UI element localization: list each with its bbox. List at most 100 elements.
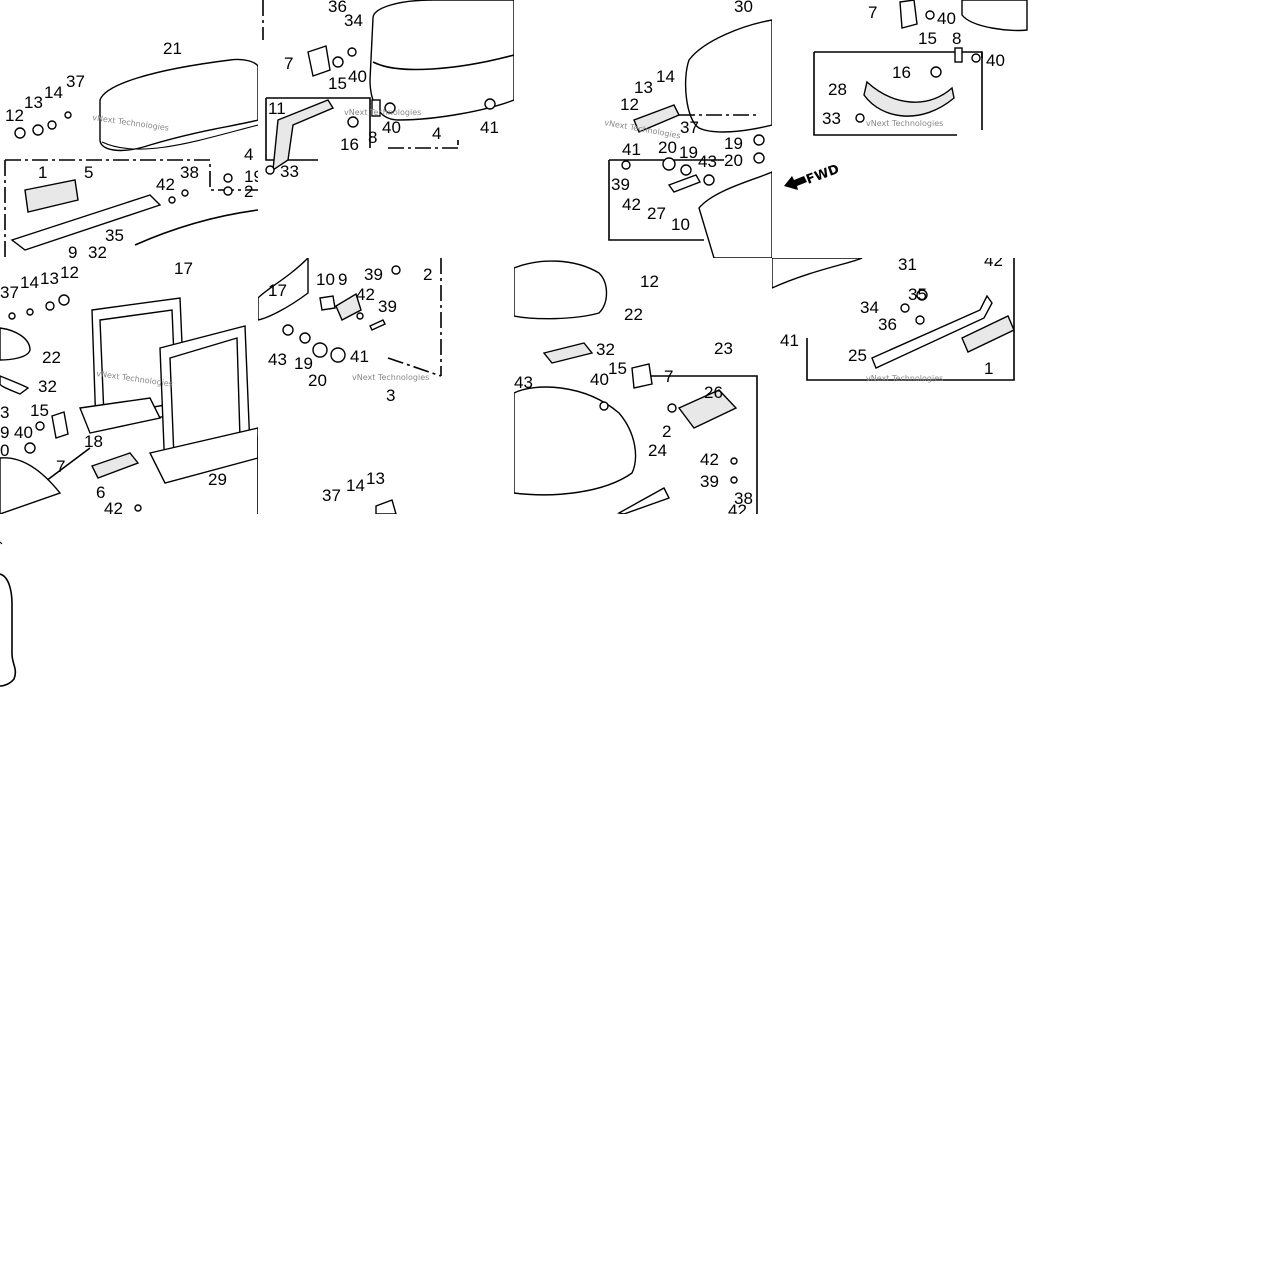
nut-43 (703, 174, 715, 186)
callout-label: 40 (986, 51, 1005, 70)
plate-10 (319, 295, 336, 311)
lid-panel-outline (4, 159, 258, 258)
callout-label: 7 (868, 3, 877, 22)
callout-label: 13 (40, 269, 59, 288)
callout-label: 28 (828, 80, 847, 99)
callout-label: 23 (714, 339, 733, 358)
bushing-20 (662, 157, 676, 171)
bag-corner-fragment (0, 541, 17, 687)
callout-label: 41 (780, 331, 799, 350)
callout-label: 2 (423, 265, 432, 284)
diagram-tile-lid-hinge: 30 13 14 12 37 41 20 19 43 39 42 27 10 1… (514, 0, 772, 258)
diagram-tile-mount-hardware: 39 2 10 9 42 39 17 43 19 41 20 3 37 14 1… (258, 258, 514, 514)
callout-label: 8 (952, 29, 961, 48)
lid-seal-line (101, 124, 258, 150)
callout-label: 41 (622, 140, 641, 159)
callout-label: 40 (14, 423, 33, 442)
liner-29 (148, 427, 258, 484)
bag-body-24 (514, 386, 637, 496)
callout-label: 16 (892, 63, 911, 82)
callout-label: 39 (611, 175, 630, 194)
callout-label: 37 (680, 118, 699, 137)
callout-label: 21 (163, 39, 182, 58)
reflector-21 (616, 487, 670, 514)
tile8-frame (806, 258, 1015, 381)
lid-22 (514, 260, 608, 320)
callout-label: 24 (648, 441, 667, 460)
callout-label: 12 (5, 106, 24, 125)
nut-35 (916, 289, 928, 301)
lens-1 (961, 315, 1015, 353)
callout-label: 30 (734, 0, 753, 16)
callout-label: 19 (679, 143, 698, 162)
callout-label: 42 (700, 450, 719, 469)
callout-label: 7 (664, 367, 673, 386)
callout-label: 41 (480, 118, 499, 137)
callout-label: 33 (280, 162, 299, 181)
tile2-frame (265, 97, 371, 161)
diagram-tile-side-bracket: 36 34 7 15 40 11 16 8 40 33 4 41 vNext T… (258, 0, 514, 258)
tile6-boundary (387, 258, 442, 377)
callout-label: 32 (596, 340, 615, 359)
lower-trunk-edge (134, 209, 258, 246)
callout-label: 1 (38, 163, 47, 182)
callout-label: 15 (918, 29, 937, 48)
latch-plate-7 (307, 45, 331, 77)
callout-label: 4 (432, 124, 441, 143)
washer-40b (384, 102, 396, 114)
callout-label: 20 (658, 138, 677, 157)
pin-8 (954, 47, 963, 63)
lower-bag-drawing: 12 22 32 43 15 40 7 23 26 2 24 42 39 38 … (514, 260, 758, 514)
washer-42 (134, 504, 142, 512)
callout-label: 11 (268, 99, 286, 118)
callout-label: 35 (105, 226, 124, 245)
clip-16 (347, 116, 359, 128)
watermark: vNext Technologies (344, 108, 421, 117)
callout-label: 20 (308, 371, 327, 390)
callout-label: 3 (386, 386, 395, 405)
washer-42 (730, 457, 738, 465)
mount-hardware-drawing: 39 2 10 9 42 39 17 43 19 41 20 3 37 14 1… (258, 258, 442, 514)
washer-15 (332, 56, 344, 68)
callout-label: 9 (338, 270, 347, 289)
callout-label: 14 (20, 273, 39, 292)
grommet-19 (680, 164, 692, 176)
callout-label: 19 (244, 167, 258, 186)
bushing-20 (312, 342, 328, 358)
diagram-tile-trunk-lid: 21 12 13 14 37 1 5 42 38 35 4 19 2 9 32 … (0, 0, 258, 258)
tail-light-drawing: 31 42 35 34 36 41 25 1 vNext Technologie… (772, 258, 1015, 383)
callout-label: 34 (344, 11, 363, 30)
callout-label: 5 (84, 163, 93, 182)
bolt-39 (730, 476, 738, 484)
bushing-41 (330, 347, 346, 363)
callout-label: 15 (608, 359, 627, 378)
callout-label: 17 (174, 259, 193, 278)
latch-13 (375, 499, 397, 514)
callout-label: 19 (294, 354, 313, 373)
hinge-plate-13 (633, 104, 680, 133)
callout-label: 37 (0, 283, 19, 302)
diagram-tile-lower-bag: 12 22 32 43 15 40 7 23 26 2 24 42 39 38 … (514, 258, 772, 514)
lower-bag-box (698, 171, 772, 258)
callout-label: 43 (698, 152, 717, 171)
screw-33 (855, 113, 865, 123)
callout-label: 34 (860, 298, 879, 317)
callout-label: 42 (356, 285, 375, 304)
callout-label: 4 (244, 145, 253, 164)
callout-label: 12 (620, 95, 639, 114)
bolt-14 (47, 120, 57, 130)
bolt-34 (900, 303, 910, 313)
side-bracket-drawing: 36 34 7 15 40 11 16 8 40 33 4 41 vNext T… (262, 0, 514, 181)
washer-40 (599, 401, 609, 411)
callout-label: 9 (68, 243, 77, 258)
callout-label: 12 (60, 263, 79, 282)
callout-label: 7 (56, 457, 65, 476)
callout-label: 31 (898, 258, 917, 274)
pin-8 (371, 99, 381, 117)
fragment-mark (0, 541, 3, 545)
callout-label: 38 (734, 489, 753, 508)
callout-label: 32 (88, 243, 107, 258)
latch-7 (631, 363, 653, 389)
bolt-12 (58, 294, 70, 306)
bolt-37 (8, 312, 16, 320)
